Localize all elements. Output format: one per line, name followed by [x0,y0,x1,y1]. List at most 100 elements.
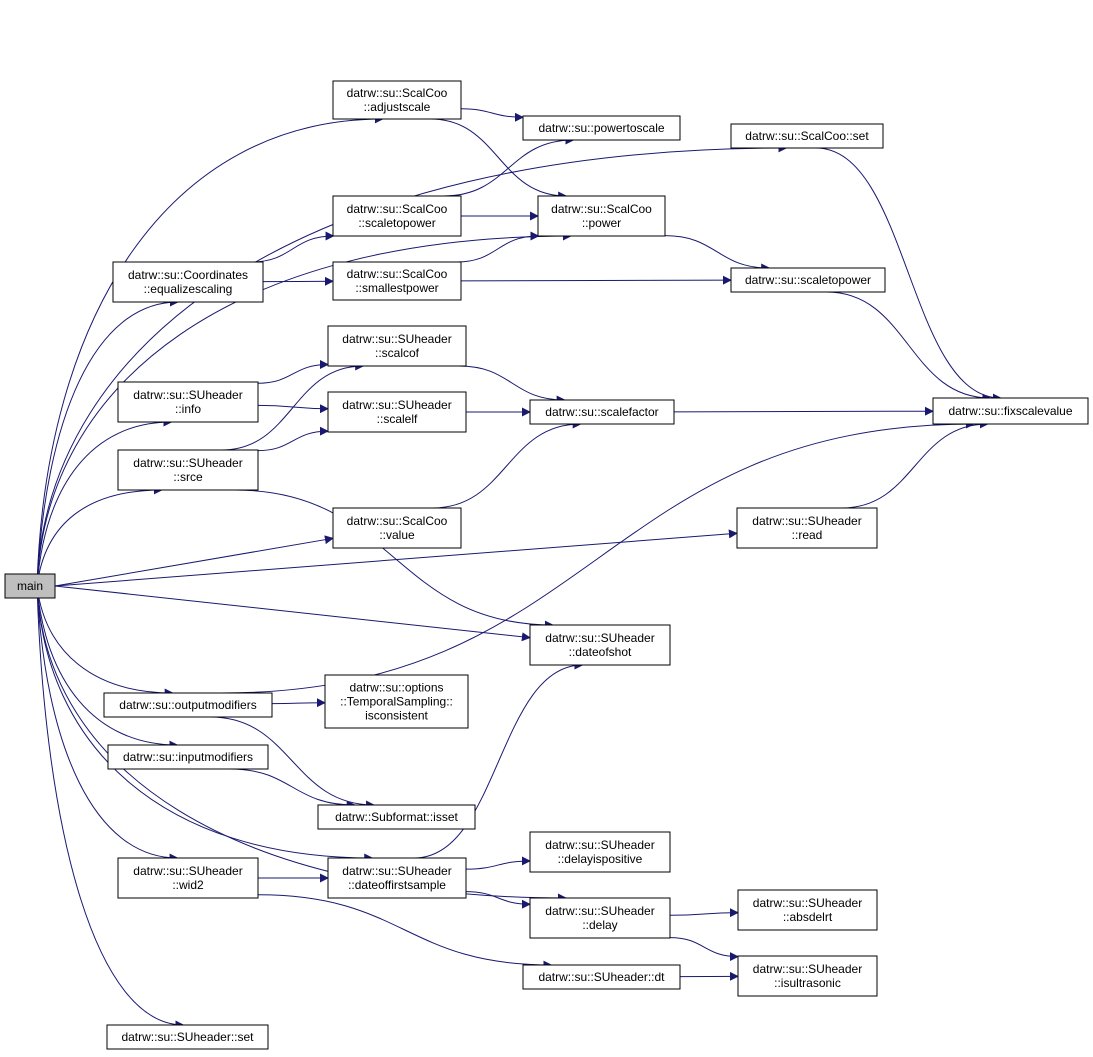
node-scalcoo_power[interactable]: datrw::su::ScalCoo::power [537,195,666,237]
node-suh_wid2[interactable]: datrw::su::SUheader::wid2 [117,857,259,899]
node-label: datrw::su::ScalCoo [551,202,652,216]
node-scalefactor[interactable]: datrw::su::scalefactor [529,399,675,425]
node-label: datrw::su::ScalCoo [347,202,448,216]
node-box [112,261,264,303]
node-suh_dateofshot[interactable]: datrw::su::SUheader::dateofshot [529,624,671,666]
edge-scalcoo_value-to-scalefactor [432,419,582,509]
node-suh_set[interactable]: datrw::su::SUheader::set [106,1024,269,1050]
node-label: ::scalelf [377,412,418,426]
node-label: ::delay [582,918,617,932]
node-fixscalevalue[interactable]: datrw::su::fixscalevalue [932,397,1089,425]
node-suh_srce[interactable]: datrw::su::SUheader::srce [117,449,259,491]
node-suh_isultrasonic[interactable]: datrw::su::SUheader::isultrasonic [737,955,878,997]
edge-suh_dateoffirstsample-to-suh_dateofshot [414,660,584,859]
node-box [103,692,273,718]
node-label: datrw::su::ScalCoo [347,514,448,528]
edge-scalcoo_adjustscale-to-powertoscale [460,108,524,122]
node-main[interactable]: main [4,573,56,599]
node-label: datrw::su::SUheader::set [121,1030,254,1044]
node-scalcoo_set[interactable]: datrw::su::ScalCoo::set [730,123,884,149]
node-label: ::info [175,402,201,416]
node-box [522,115,681,141]
node-label: datrw::su::ScalCoo::set [745,129,869,143]
node-label: datrw::su::SUheader [545,838,654,852]
node-label: datrw::su::Coordinates [128,268,248,282]
node-box [4,573,56,599]
node-box [332,261,462,301]
node-suh_dt[interactable]: datrw::su::SUheader::dt [522,964,681,990]
node-suh_read[interactable]: datrw::su::SUheader::read [736,507,878,549]
edge-suh_delay-to-suh_isultrasonic [669,937,739,962]
node-powertoscale[interactable]: datrw::su::powertoscale [522,115,681,141]
node-label: isconsistent [365,709,428,723]
node-suh_scalcof[interactable]: datrw::su::SUheader::scalcof [327,325,467,367]
node-box [529,897,671,939]
node-box [522,964,681,990]
node-inputmodifiers[interactable]: datrw::su::inputmodifiers [107,744,269,770]
edge-scalcoo_power-to-su_scaletopower [664,235,771,273]
edge-main-to-suh_info [36,417,173,587]
edge-suh_delay-to-suh_absdelrt [669,908,739,918]
node-suh_delayispositive[interactable]: datrw::su::SUheader::delayispositive [529,831,671,873]
edge-main-to-suh_wid2 [36,585,179,863]
node-box [932,397,1089,425]
node-label: ::TemporalSampling:: [340,695,453,709]
node-box [106,1024,269,1050]
node-suh_dateoffirstsample[interactable]: datrw::su::SUheader::dateoffirstsample [327,857,467,899]
node-box [529,624,671,666]
edge-inputmodifiers-to-subformat_isset [229,768,356,810]
node-box [737,889,878,931]
edge-scalefactor-to-fixscalevalue [673,406,934,416]
node-label: datrw::su::scalefactor [545,405,658,419]
node-label: datrw::su::inputmodifiers [123,750,253,764]
node-suh_absdelrt[interactable]: datrw::su::SUheader::absdelrt [737,889,878,931]
node-label: datrw::su::SUheader [342,332,451,346]
node-su_scaletopower[interactable]: datrw::su::scaletopower [730,267,886,293]
edge-suh_scalcof-to-scalefactor [459,365,566,405]
edge-scalcoo_smallest-to-su_scaletopower [460,275,732,285]
node-suh_delay[interactable]: datrw::su::SUheader::delay [529,897,671,939]
node-label: ::srce [173,470,203,484]
edge-main-to-suh_dateofshot [54,585,531,642]
node-scalcoo_value[interactable]: datrw::su::ScalCoo::value [332,507,462,549]
node-label: datrw::su::SUheader [133,388,242,402]
node-box [529,399,675,425]
node-box [332,507,462,549]
edge-suh_wid2-to-suh_dt [257,894,553,970]
nodes-layer: main datrw::su::ScalCoo::adjustscaledatrw… [4,80,1089,1050]
node-scalcoo_adjustscale[interactable]: datrw::su::ScalCoo::adjustscale [332,80,462,120]
node-label: datrw::Subformat::isset [335,810,458,824]
node-box [537,195,666,237]
node-coord_equalize[interactable]: datrw::su::Coordinates::equalizescaling [112,261,264,303]
node-label: datrw::su::SUheader [133,456,242,470]
node-suh_scalelf[interactable]: datrw::su::SUheader::scalelf [327,391,467,433]
edge-scalcoo_scaletopower-to-powertoscale [443,135,575,197]
node-box [332,80,462,120]
edge-main-to-scalcoo_value [54,535,334,587]
node-label: ::power [582,216,621,230]
node-box [107,744,269,770]
node-label: ::read [792,528,823,542]
edge-suh_srce-to-suh_scalelf [257,426,329,452]
edge-coord_equalize-to-scalcoo_scaletopower [251,231,335,263]
node-label: ::isultrasonic [774,976,841,990]
node-label: datrw::su::powertoscale [538,121,664,135]
edge-main-to-suh_srce [36,485,163,587]
edge-scalcoo_smallest-to-scalcoo_power [456,231,540,263]
node-outputmodifiers[interactable]: datrw::su::outputmodifiers [103,692,273,718]
node-suh_info[interactable]: datrw::su::SUheader::info [117,381,259,423]
node-scalcoo_smallest[interactable]: datrw::su::ScalCoo::smallestpower [332,261,462,301]
edge-suh_dateoffirstsample-to-suh_delay [465,891,531,909]
node-ts_isconsistent[interactable]: datrw::su::options::TemporalSampling::is… [324,674,469,729]
node-scalcoo_scaletopower[interactable]: datrw::su::ScalCoo::scaletopower [332,195,462,237]
edge-outputmodifiers-to-ts_isconsistent [271,698,326,708]
node-box [730,267,886,293]
node-subformat_isset[interactable]: datrw::Subformat::isset [317,804,476,830]
edge-main-to-coord_equalize [36,297,179,587]
edge-main-to-suh_set [36,585,185,1030]
edge-main-to-outputmodifiers [36,585,174,698]
node-label: ::value [379,528,415,542]
node-label: datrw::su::SUheader [133,864,242,878]
node-label: datrw::su::SUheader [753,896,862,910]
edge-suh_dateoffirstsample-to-suh_delayispositive [465,856,531,870]
